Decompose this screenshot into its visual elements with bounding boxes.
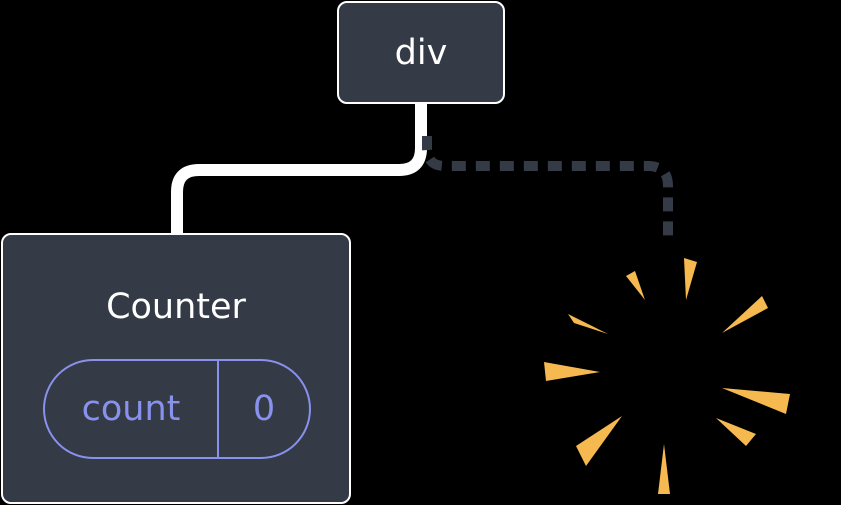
burst-ray — [544, 362, 600, 381]
state-name: count — [45, 361, 219, 457]
burst-ray — [716, 418, 756, 446]
burst-icon — [544, 258, 790, 494]
state-pill: count 0 — [43, 359, 311, 459]
burst-ray — [568, 314, 608, 334]
counter-node-label: Counter — [106, 287, 246, 327]
div-node: div — [337, 1, 505, 104]
solid-connector — [171, 104, 427, 233]
burst-ray — [684, 258, 697, 300]
burst-ray — [722, 296, 768, 333]
div-node-label: div — [394, 32, 448, 73]
burst-ray — [626, 271, 645, 300]
burst-ray — [658, 444, 670, 494]
burst-ray — [576, 416, 622, 466]
burst-ray — [722, 388, 790, 414]
dashed-connector — [422, 136, 673, 240]
state-value: 0 — [252, 389, 276, 429]
counter-node: Counter count 0 — [1, 233, 351, 504]
